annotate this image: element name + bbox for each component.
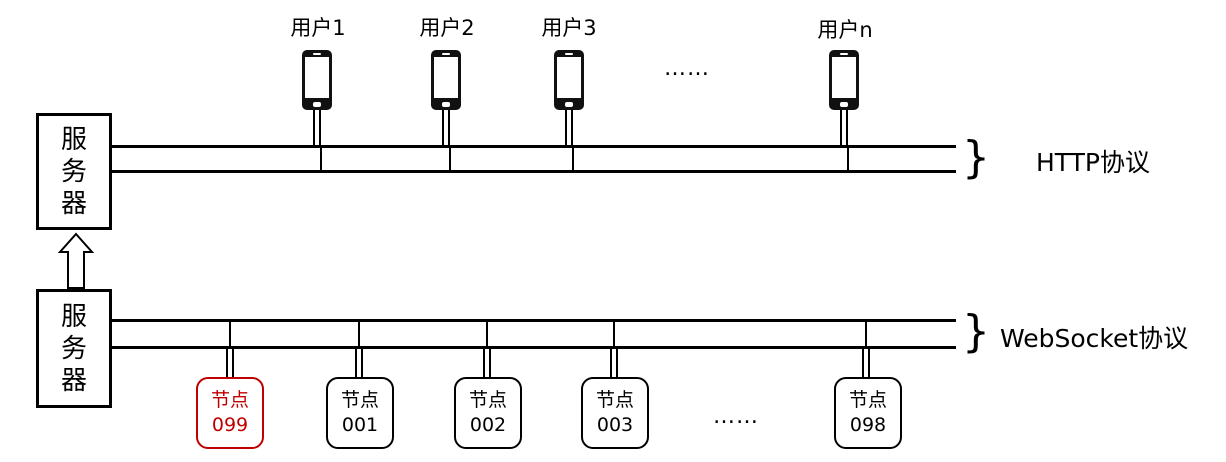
bottom-server-char-1: 服 [60, 301, 87, 332]
node-003-bus-tap [613, 320, 615, 347]
user-n-bus-tap [847, 146, 849, 172]
user-2-bus-tap [449, 146, 451, 172]
node-002-id: 002 [469, 414, 507, 436]
user-3-connector [565, 110, 573, 146]
top-server-box: 服 务 器 [36, 113, 112, 230]
node-001-bus-tap [358, 320, 360, 347]
phone-icon [829, 50, 859, 110]
top-server-char-3: 器 [60, 188, 87, 219]
node-002-title: 节点 [468, 389, 507, 411]
phone-icon [302, 50, 332, 110]
user-n-connector [840, 110, 848, 146]
http-protocol-label: HTTP协议 [1036, 148, 1150, 177]
node-003-title: 节点 [595, 389, 634, 411]
upward-arrow-icon [57, 232, 95, 289]
user-1-bus-tap [320, 146, 322, 172]
bottom-server-box: 服 务 器 [36, 289, 112, 408]
node-098-connector [862, 348, 870, 378]
node-098-id: 098 [849, 414, 887, 436]
websocket-bus-line-upper [112, 319, 956, 322]
node-ellipsis: …… [713, 404, 759, 429]
websocket-protocol-label: WebSocket协议 [1000, 324, 1189, 353]
http-brace: } [962, 132, 990, 183]
user-label-2: 用户2 [419, 16, 475, 40]
user-1-connector [313, 110, 321, 146]
http-bus-line-upper [112, 145, 956, 148]
user-3-bus-tap [572, 146, 574, 172]
node-001-id: 001 [341, 414, 379, 436]
websocket-brace: } [962, 306, 990, 357]
node-099-title: 节点 [210, 389, 249, 411]
top-server-char-2: 务 [60, 156, 87, 187]
bottom-server-char-2: 务 [60, 333, 87, 364]
node-099: 节点 099 [196, 377, 264, 449]
bottom-server-char-3: 器 [60, 365, 87, 396]
user-2-connector [442, 110, 450, 146]
node-098: 节点 098 [834, 377, 902, 449]
top-server-char-1: 服 [60, 124, 87, 155]
node-099-bus-tap [229, 320, 231, 347]
node-099-id: 099 [211, 414, 249, 436]
node-003: 节点 003 [581, 377, 649, 449]
user-label-1: 用户1 [290, 16, 346, 40]
node-098-bus-tap [865, 320, 867, 347]
user-label-3: 用户3 [541, 16, 597, 40]
node-002: 节点 002 [454, 377, 522, 449]
http-bus-line-lower [112, 170, 956, 173]
node-003-connector [610, 348, 618, 378]
node-001-title: 节点 [340, 389, 379, 411]
node-002-connector [483, 348, 491, 378]
node-002-bus-tap [486, 320, 488, 347]
node-001: 节点 001 [326, 377, 394, 449]
phone-icon [554, 50, 584, 110]
node-099-connector [226, 348, 234, 378]
node-001-connector [355, 348, 363, 378]
phone-icon [431, 50, 461, 110]
user-label-n: 用户n [817, 18, 873, 42]
node-098-title: 节点 [848, 389, 887, 411]
websocket-bus-line-lower [112, 346, 956, 349]
node-003-id: 003 [596, 414, 634, 436]
user-ellipsis: …… [664, 56, 710, 81]
